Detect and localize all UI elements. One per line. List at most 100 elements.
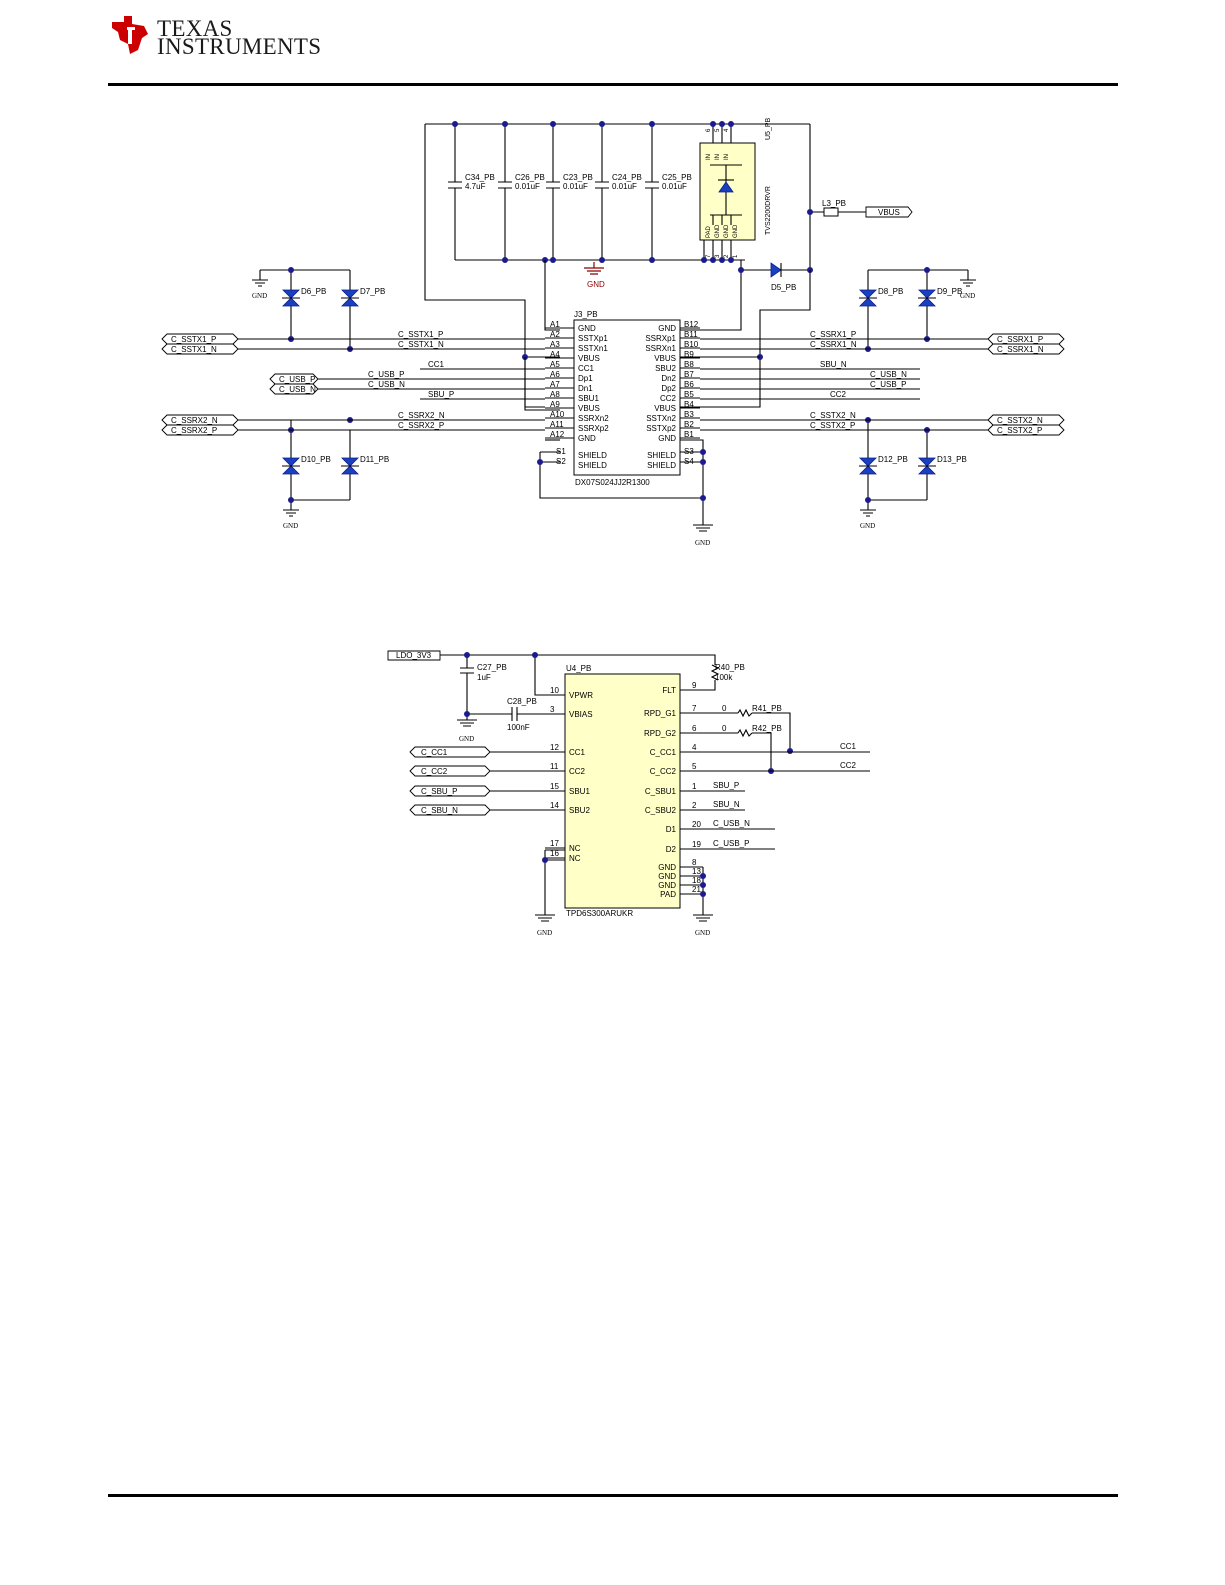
net-label: C_USB_N bbox=[870, 370, 907, 379]
net-label: C_SSTX1_P bbox=[398, 330, 443, 339]
esd-diode-icon: D12_PB bbox=[859, 455, 908, 475]
j3-left-pin-number: A10 bbox=[550, 410, 565, 419]
cap-c25-ref: C25_PB bbox=[662, 173, 692, 182]
u4-left-pin-number: 11 bbox=[550, 762, 559, 771]
c27-ref: C27_PB bbox=[477, 663, 507, 672]
j3-shield-pin-name: SHIELD bbox=[578, 461, 607, 470]
j3-right-pin-name: Dn2 bbox=[661, 374, 676, 383]
u4-left-pin-name: NC bbox=[569, 844, 581, 853]
footer-rule bbox=[108, 1494, 1118, 1497]
esd-diode-icon: D11_PB bbox=[341, 455, 389, 475]
esd-diode-icon: D13_PB bbox=[918, 455, 967, 475]
j3-left-pin-name: GND bbox=[578, 434, 596, 443]
port-tag bbox=[987, 343, 1065, 355]
j3-ref: J3_PB bbox=[574, 310, 598, 319]
port-tag-label: C_SBU_P bbox=[421, 787, 457, 796]
net-label: C_SSTX2_N bbox=[810, 411, 856, 420]
esd-diode-icon: D10_PB bbox=[282, 455, 331, 475]
net-label: CC2 bbox=[830, 390, 847, 399]
net-label: CC1 bbox=[840, 742, 857, 751]
cap-c34-ref: C34_PB bbox=[465, 173, 495, 182]
u4-right-pin-number: 20 bbox=[692, 820, 701, 829]
u4-right-pin-name: PAD bbox=[660, 890, 676, 899]
j3-left-pin-name: CC1 bbox=[578, 364, 595, 373]
u4-right-pin-name: RPD_G2 bbox=[644, 729, 677, 738]
port-tag-label: C_USB_P bbox=[279, 375, 315, 384]
j3-left-pin-name: Dp1 bbox=[578, 374, 593, 383]
u4-right-pin-number: 4 bbox=[692, 743, 697, 752]
port-tag bbox=[409, 765, 491, 777]
l3-ref: L3_PB bbox=[822, 199, 846, 208]
gnd-label-d12: GND bbox=[860, 522, 875, 530]
ti-logo-icon bbox=[112, 16, 148, 54]
j3-left-pin-number: A4 bbox=[550, 350, 560, 359]
j3-left-pin-name: SSTXp1 bbox=[578, 334, 608, 343]
c28-value: 100nF bbox=[507, 723, 530, 732]
cap-c26-value: 0.01uF bbox=[515, 182, 540, 191]
u5-pin-6: 6 bbox=[706, 128, 712, 132]
r42-ref: R42_PB bbox=[752, 724, 782, 733]
port-tag-label: C_SBU_N bbox=[421, 806, 458, 815]
u4-left-pin-name: VPWR bbox=[569, 691, 593, 700]
u5-in-3: IN bbox=[724, 154, 730, 160]
port-tag-label: C_USB_N bbox=[279, 385, 316, 394]
cap-c24-value: 0.01uF bbox=[612, 182, 637, 191]
r41-value: 0 bbox=[722, 704, 727, 713]
c28-ref: C28_PB bbox=[507, 697, 537, 706]
port-tag-label: C_SSTX1_N bbox=[171, 345, 217, 354]
j3-shield-pin-number: S1 bbox=[556, 447, 566, 456]
port-tag bbox=[409, 804, 491, 816]
u4-right-pin-name: C_SBU1 bbox=[645, 787, 677, 796]
top-net-wires: C_SSTX1_PC_SSTX1_PC_SSTX1_NC_SSTX1_NCC1C… bbox=[161, 330, 1065, 436]
u5-gnd-3: GND bbox=[733, 224, 739, 238]
net-label: SBU_P bbox=[713, 781, 739, 790]
port-tag-label: C_SSRX1_P bbox=[997, 335, 1043, 344]
net-label: SBU_P bbox=[428, 390, 454, 399]
esd-diode-ref: D12_PB bbox=[878, 455, 908, 464]
u4-right-pin-number: 13 bbox=[692, 867, 701, 876]
port-tag bbox=[161, 343, 239, 355]
u4-left-pin-name: NC bbox=[569, 854, 581, 863]
cap-c34-value: 4.7uF bbox=[465, 182, 486, 191]
j3-left-pin-number: A1 bbox=[550, 320, 560, 329]
u4-right-pin-name: C_CC1 bbox=[650, 748, 677, 757]
net-label: C_SSTX2_P bbox=[810, 421, 855, 430]
j3-right-pin-number: B6 bbox=[684, 380, 694, 389]
tvs-u5: 6 5 4 IN IN IN PAD GND GND GND 7 3 2 1 U… bbox=[699, 117, 772, 263]
gnd-label-nc: GND bbox=[537, 929, 552, 937]
cap-c26-ref: C26_PB bbox=[515, 173, 545, 182]
top-schematic: C34_PB 4.7uF C26_PB 0.01uF C23_PB 0.01uF… bbox=[161, 117, 1065, 547]
u4-left-pin-name: SBU2 bbox=[569, 806, 590, 815]
j3-shield-pin-name: SHIELD bbox=[647, 451, 676, 460]
j3-right-pin-number: B10 bbox=[684, 340, 699, 349]
u4-right-pin-number: 21 bbox=[692, 885, 701, 894]
j3-right-pin-number: B1 bbox=[684, 430, 694, 439]
u5-pin-2: 2 bbox=[724, 254, 730, 258]
gnd-label: GND bbox=[587, 280, 605, 289]
gnd-label-j3: GND bbox=[695, 539, 710, 547]
net-label: C_SSRX2_N bbox=[398, 411, 445, 420]
esd-diode-ref: D9_PB bbox=[937, 287, 962, 296]
j3-left-pin-name: SSRXn2 bbox=[578, 414, 609, 423]
u4-right-pin-number: 8 bbox=[692, 858, 697, 867]
gnd-label-u4: GND bbox=[695, 929, 710, 937]
j3-shield-pin-number: S2 bbox=[556, 457, 566, 466]
gnd-label-d9: GND bbox=[960, 292, 975, 300]
esd-diodes-right-top: GND bbox=[865, 267, 976, 352]
j3-right-pin-name: GND bbox=[658, 434, 676, 443]
u4-right-pin-name: FLT bbox=[662, 686, 676, 695]
j3-shield-pin-name: SHIELD bbox=[578, 451, 607, 460]
c27-value: 1uF bbox=[477, 673, 491, 682]
u4-right-pin-name: C_SBU2 bbox=[645, 806, 677, 815]
j3-right-pin-name: SSTXp2 bbox=[646, 424, 676, 433]
esd-diode-icon: D8_PB bbox=[859, 287, 903, 307]
net-label: C_SSRX2_P bbox=[398, 421, 444, 430]
j3-right-pin-number: B2 bbox=[684, 420, 694, 429]
net-label: CC1 bbox=[428, 360, 445, 369]
u4-left-pin-name: VBIAS bbox=[569, 710, 593, 719]
j3-right-pin-number: B9 bbox=[684, 350, 694, 359]
j3-right-pin-number: B8 bbox=[684, 360, 694, 369]
j3-shield-ground: GND bbox=[522, 260, 763, 547]
